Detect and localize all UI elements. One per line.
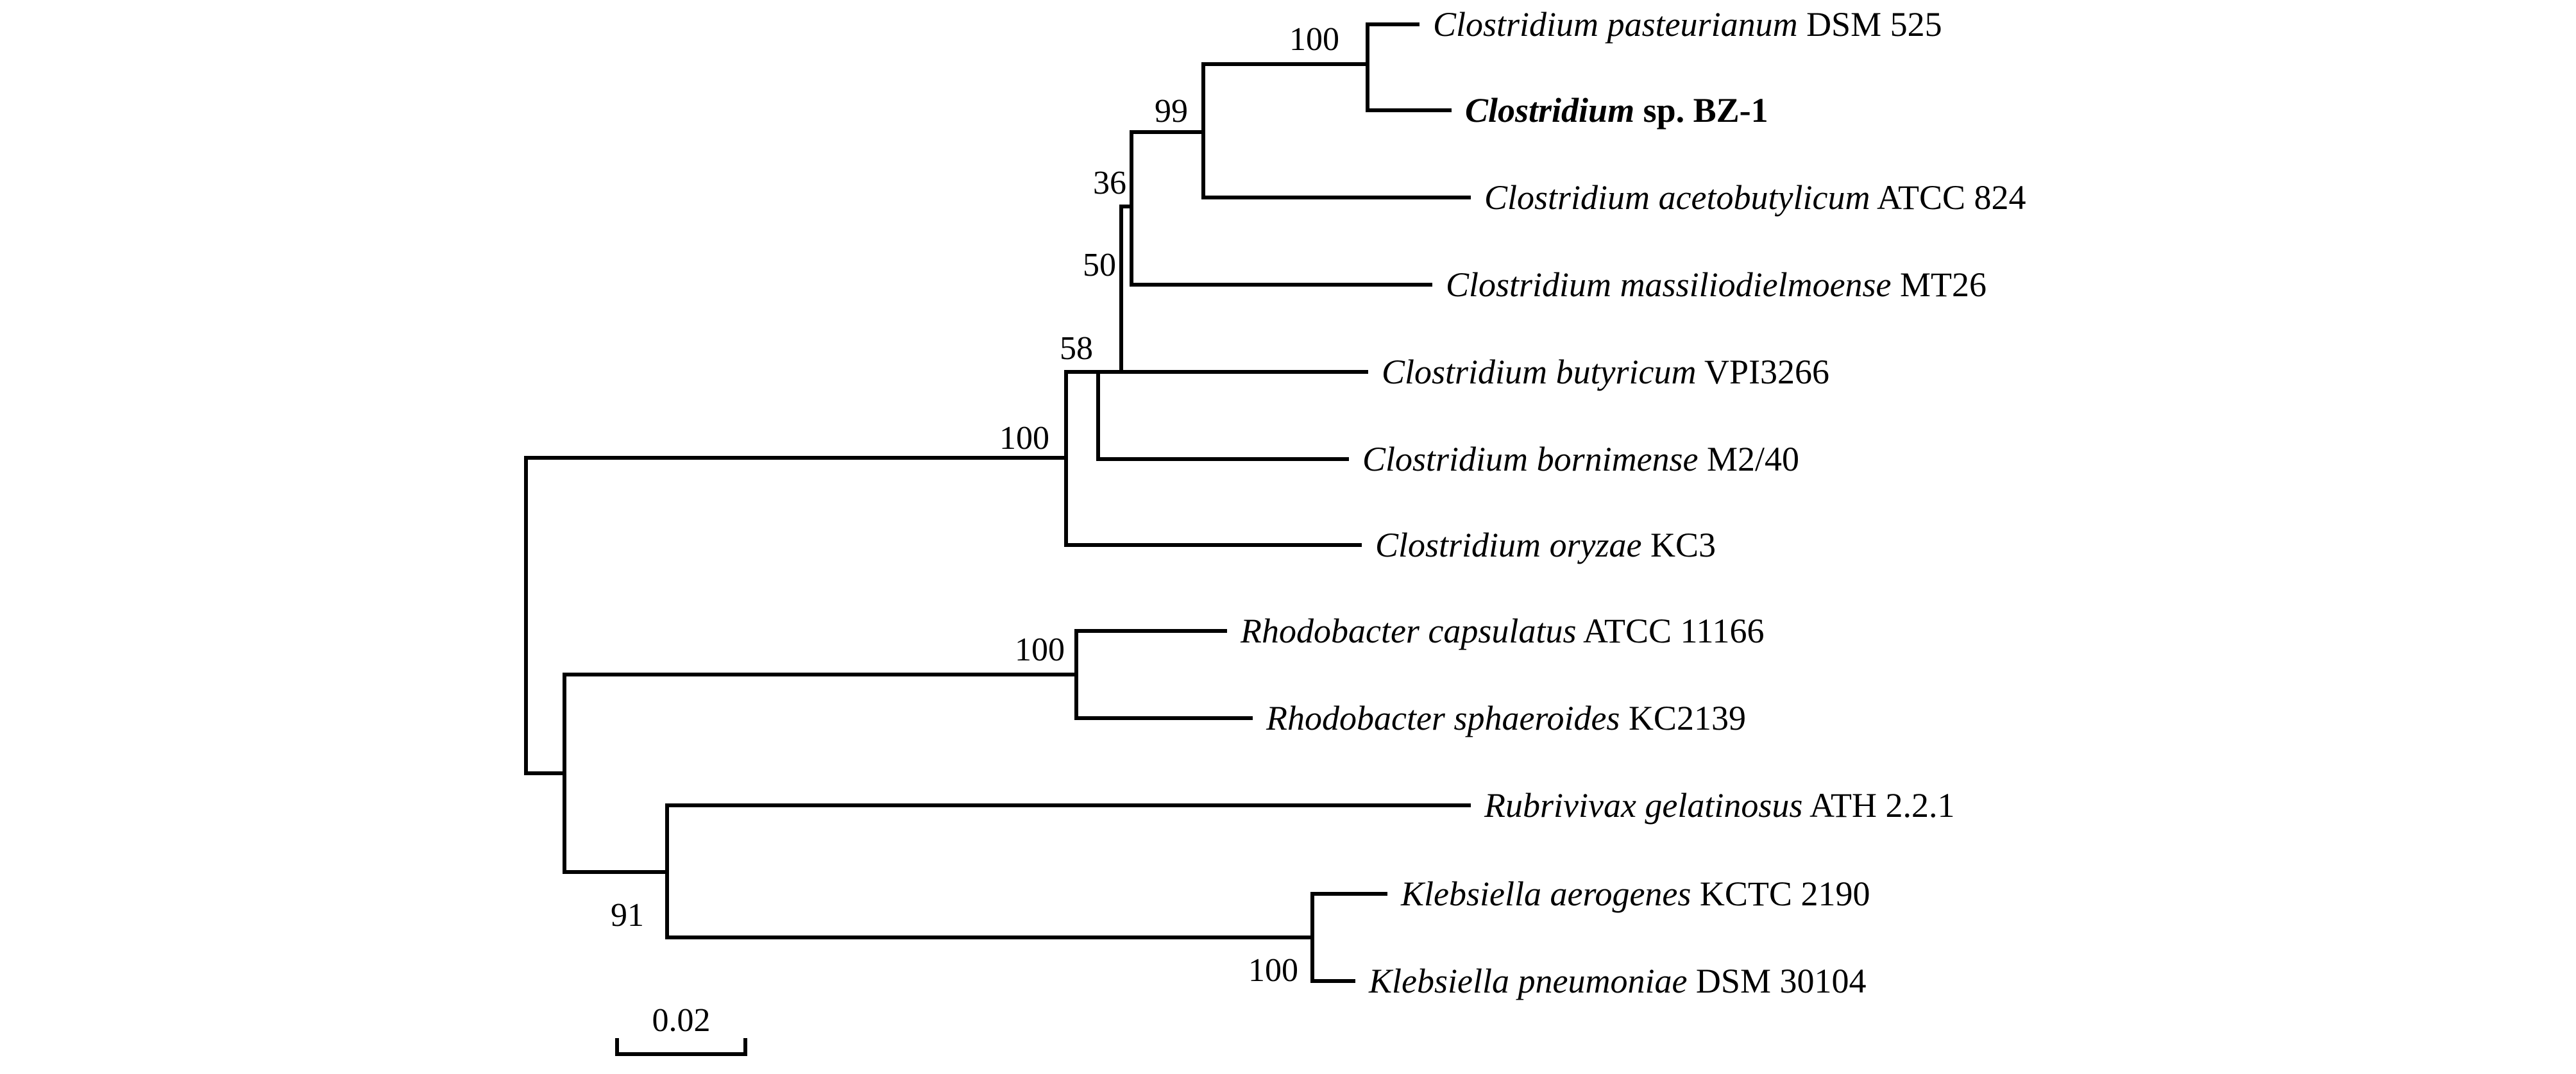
leaf-label-r-caps: Rhodobacter capsulatus ATCC 11166 [1240,612,1765,650]
leaf-strain: KCTC 2190 [1691,875,1870,913]
leaf-species: bornimense [1528,440,1698,478]
bootstrap-n-rub-kleb: 91 [611,897,644,934]
leaf-genus: Clostridium [1362,440,1528,478]
leaf-strain: VPI3266 [1697,353,1830,391]
leaf-genus: Clostridium [1433,5,1598,44]
leaf-strain: MT26 [1892,265,1987,304]
leaf-label-c-bz1: Clostridium sp. BZ-1 [1465,91,1768,130]
leaf-label-k-aero: Klebsiella aerogenes KCTC 2190 [1400,875,1870,913]
leaf-strain: M2/40 [1699,440,1800,478]
bootstrap-n-clostridium: 100 [999,420,1049,457]
bootstrap-n-past-bz1: 100 [1289,21,1339,58]
scale-bar: 0.02 [615,1002,747,1056]
leaf-genus: Clostridium [1446,265,1611,304]
leaf-genus: Rhodobacter [1240,612,1420,650]
leaf-label-r-spha: Rhodobacter sphaeroides KC2139 [1266,699,1746,737]
leaf-genus: Clostridium [1484,178,1650,217]
leaf-species: capsulatus [1419,612,1577,650]
leaf-genus: Clostridium [1465,91,1634,130]
bootstrap-n-born-clade: 58 [1060,330,1093,367]
leaf-genus: Klebsiella [1400,875,1541,913]
leaf-label-c-buty: Clostridium butyricum VPI3266 [1382,353,1829,391]
leaf-genus: Clostridium [1382,353,1547,391]
leaf-species: sphaeroides [1445,699,1620,737]
bootstrap-n-acet-clade: 99 [1155,93,1188,130]
leaf-strain: DSM 30104 [1687,962,1866,1000]
leaf-species: gelatinosus [1636,786,1803,825]
leaf-strain: KC3 [1642,526,1716,564]
scale-bar-line [615,1038,747,1056]
leaf-label-c-past: Clostridium pasteurianum DSM 525 [1433,5,1942,44]
tree-branches [524,22,1471,983]
leaf-species: aerogenes [1541,875,1691,913]
leaf-genus: Rhodobacter [1266,699,1446,737]
leaf-strain: sp. BZ-1 [1634,91,1768,130]
leaf-label-c-oryz: Clostridium oryzae KC3 [1375,526,1716,564]
leaf-label-c-born: Clostridium bornimense M2/40 [1362,440,1799,478]
leaf-label-rv-gel: Rubrivivax gelatinosus ATH 2.2.1 [1484,786,1954,825]
tree-labels: Clostridium pasteurianum DSM 525Clostrid… [611,5,2026,1000]
leaf-strain: ATH 2.2.1 [1802,786,1954,825]
leaf-species: oryzae [1541,526,1641,564]
leaf-label-c-mass: Clostridium massiliodielmoense MT26 [1446,265,1987,304]
bootstrap-n-klebsiella: 100 [1248,952,1298,989]
leaf-species: acetobutylicum [1650,178,1870,217]
leaf-strain: ATCC 824 [1870,178,2026,217]
leaf-label-c-acet: Clostridium acetobutylicum ATCC 824 [1484,178,2026,217]
leaf-strain: KC2139 [1620,699,1746,737]
leaf-strain: ATCC 11166 [1576,612,1764,650]
bootstrap-n-rhodobacter: 100 [1015,632,1065,668]
leaf-genus: Rubrivivax [1484,786,1636,825]
scale-bar-label: 0.02 [652,1002,711,1039]
leaf-label-k-pneu: Klebsiella pneumoniae DSM 30104 [1368,962,1866,1000]
leaf-species: pasteurianum [1598,5,1798,44]
bootstrap-n-buty-clade: 50 [1083,247,1116,283]
leaf-genus: Klebsiella [1368,962,1509,1000]
leaf-species: pneumoniae [1509,962,1687,1000]
leaf-species: massiliodielmoense [1611,265,1891,304]
leaf-species: butyricum [1547,353,1696,391]
leaf-genus: Clostridium [1375,526,1541,564]
leaf-strain: DSM 525 [1798,5,1942,44]
bootstrap-n-mass-clade: 36 [1093,165,1126,201]
